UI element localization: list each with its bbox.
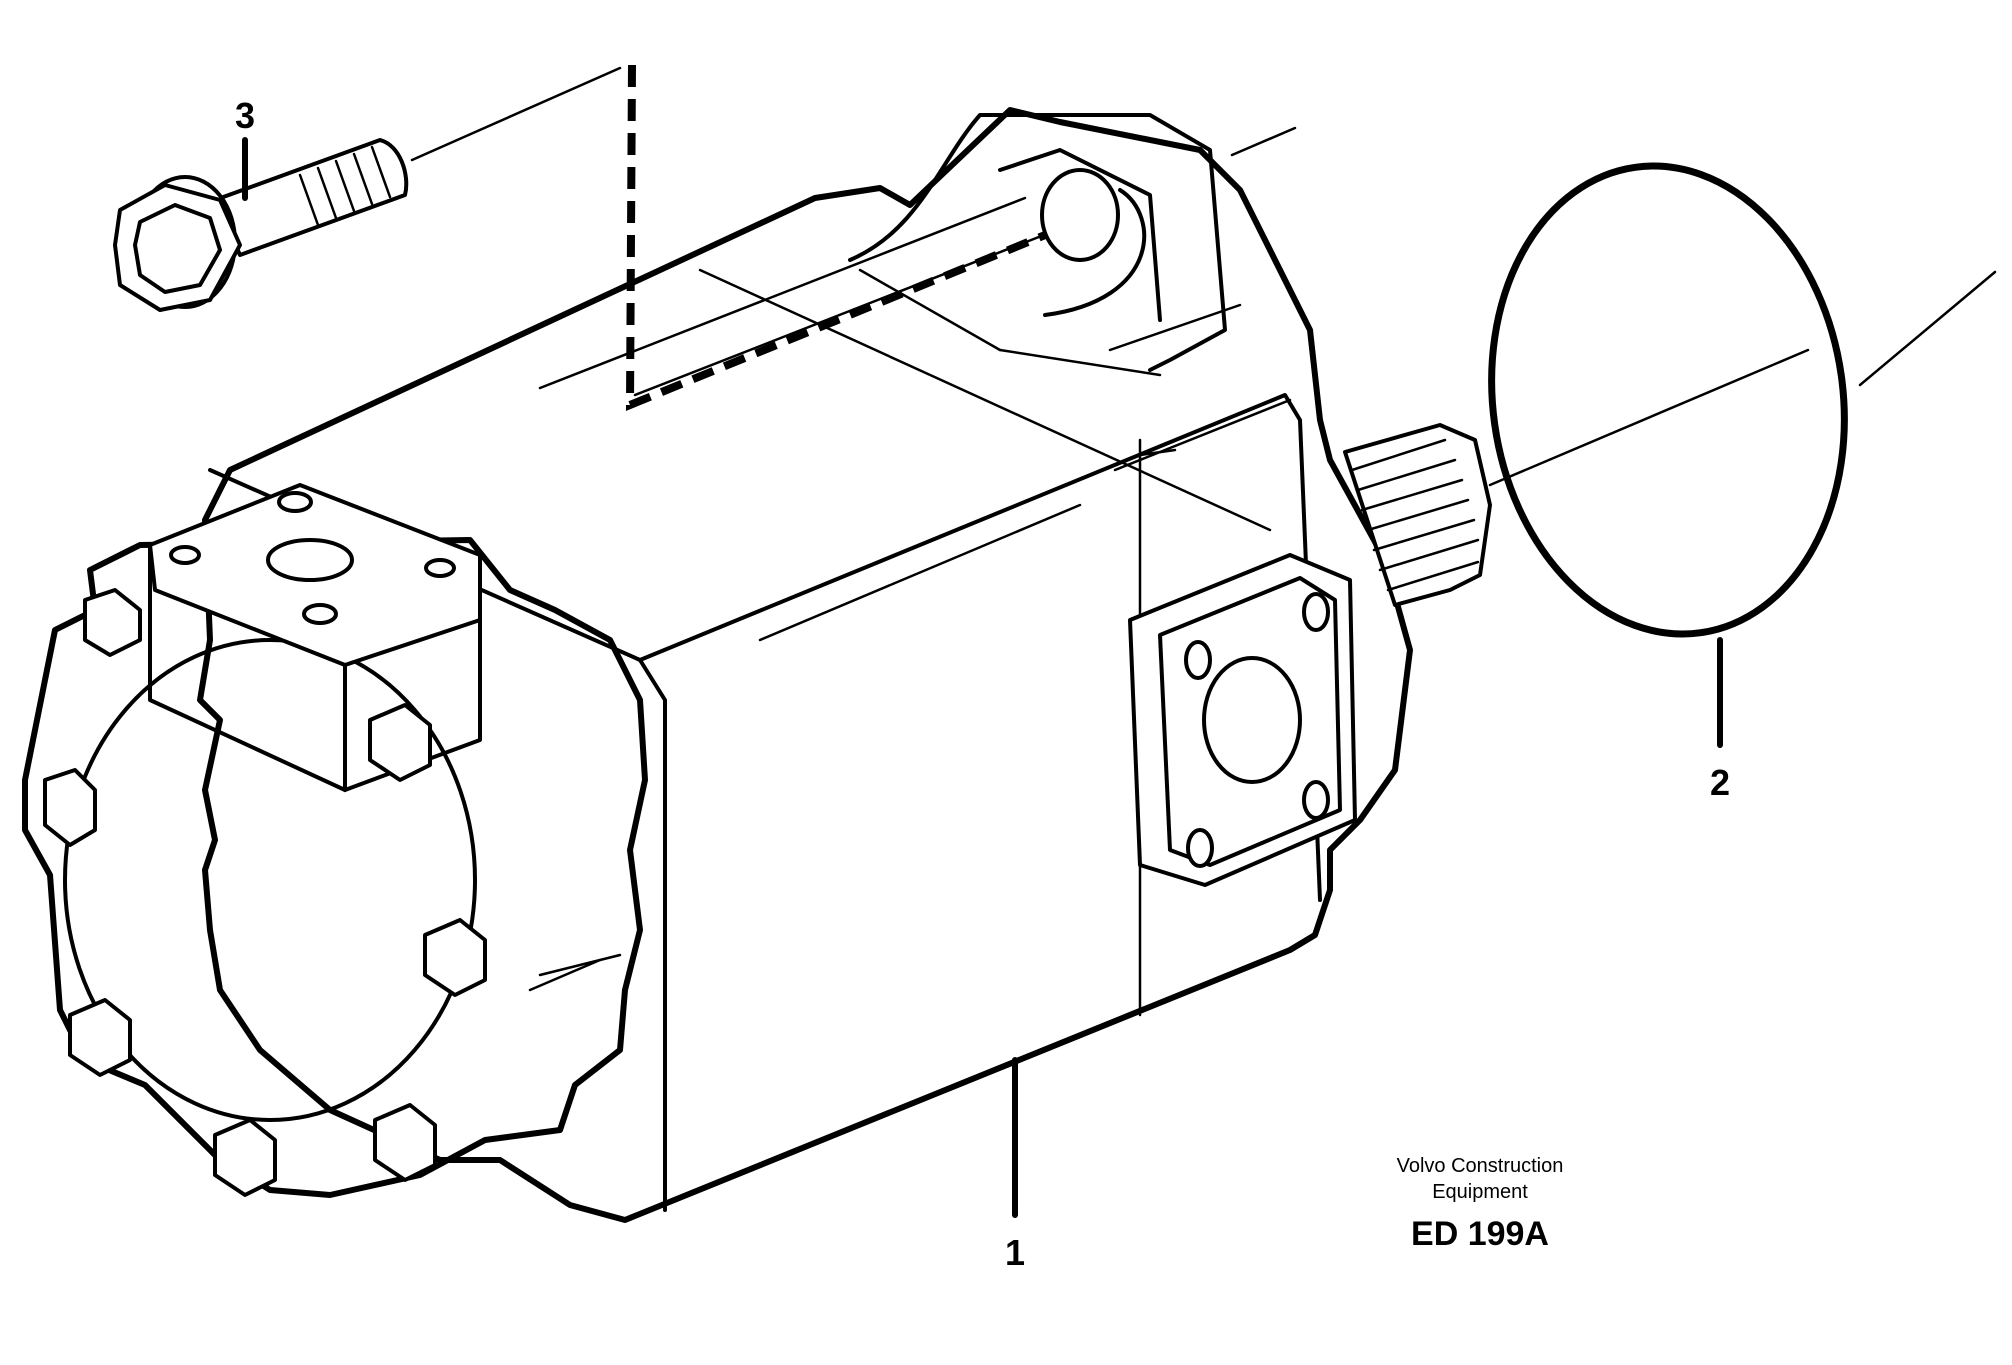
- flange-bolt: [113, 138, 409, 312]
- brand-line-2: Equipment: [1432, 1181, 1528, 1203]
- callout-leaders: [242, 137, 1723, 1218]
- callout-label-1: 1: [1005, 1232, 1025, 1273]
- o-ring: [1488, 162, 1848, 638]
- callout-label-3: 3: [235, 95, 255, 136]
- bolt-alignment-dashed-line: [625, 64, 1096, 411]
- drawing-code: ED 199A: [1411, 1215, 1549, 1253]
- side-port-flange: [1128, 553, 1357, 887]
- cover-bolt-heads: [43, 588, 487, 1197]
- splined-shaft: [1343, 423, 1492, 607]
- brand-line-1: Volvo Construction: [1397, 1155, 1564, 1177]
- callout-label-2: 2: [1710, 762, 1730, 803]
- end-cover: [22, 483, 648, 1198]
- pump-body: [197, 107, 1413, 1223]
